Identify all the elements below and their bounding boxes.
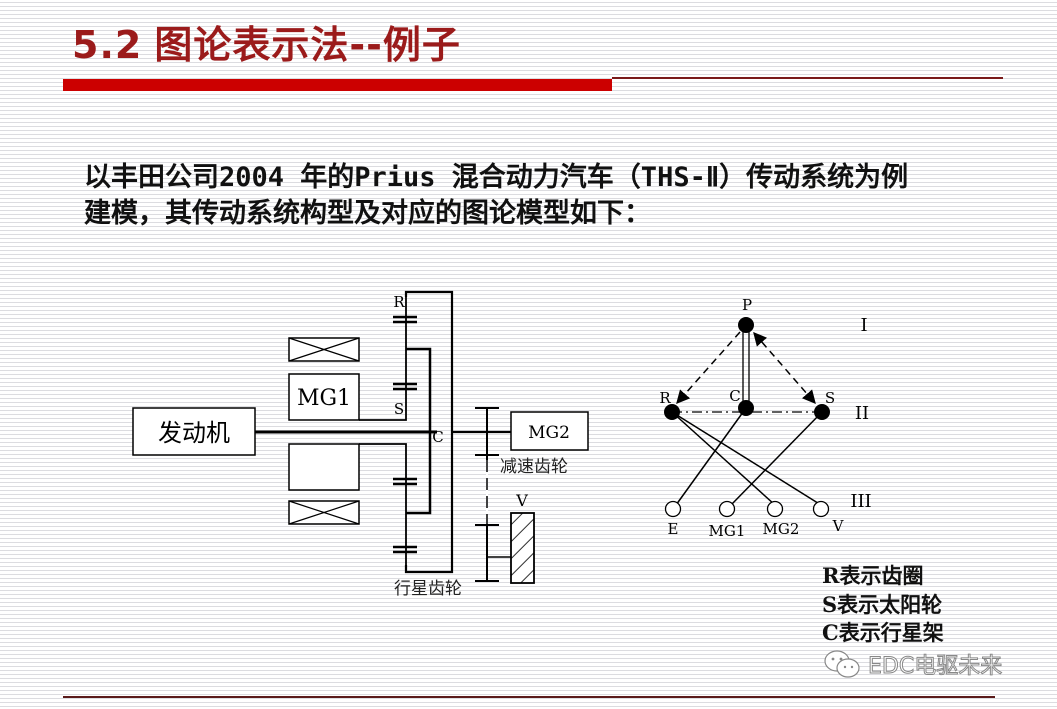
node-label-v: V bbox=[832, 517, 845, 535]
engine-block: 发动机 bbox=[132, 407, 256, 456]
node-mg2 bbox=[766, 500, 784, 518]
node-label-p: P bbox=[742, 296, 752, 314]
intro-line-1: 以丰田公司2004 年的Prius 混合动力汽车（THS-Ⅱ）传动系统为例 bbox=[84, 162, 909, 193]
legend-item-sun: S表示太阳轮 bbox=[822, 591, 943, 617]
node-label-r: R bbox=[659, 389, 671, 407]
edge-s-mg1 bbox=[730, 411, 823, 506]
section-number: 5.2 bbox=[72, 23, 143, 67]
node-v bbox=[812, 500, 830, 518]
node-label-mg1: MG1 bbox=[709, 522, 746, 540]
legend-item-carrier: C表示行星架 bbox=[822, 620, 944, 645]
node-c bbox=[738, 400, 754, 416]
intro-paragraph: 以丰田公司2004 年的Prius 混合动力汽车（THS-Ⅱ）传动系统为例 建模… bbox=[84, 160, 984, 232]
footer-rule-line bbox=[63, 696, 995, 698]
vehicle-wheel-block bbox=[510, 512, 535, 584]
mg1-label: MG1 bbox=[297, 386, 351, 411]
sun-shaft-bottom bbox=[359, 443, 407, 565]
node-p bbox=[738, 317, 754, 333]
engine-label: 发动机 bbox=[158, 419, 230, 447]
node-mg1 bbox=[718, 500, 736, 518]
level-label-1: I bbox=[860, 315, 867, 336]
watermark-text: EDC电驱未来 bbox=[867, 654, 1003, 680]
transmission-schematic: 发动机 MG1 bbox=[132, 290, 589, 599]
legend: R表示齿圈 S表示太阳轮 C表示行星架 bbox=[822, 562, 944, 648]
carrier-arm bbox=[406, 347, 432, 515]
planetary-caption: 行星齿轮 bbox=[394, 579, 462, 599]
mg2-block: MG2 bbox=[510, 411, 589, 451]
intro-line-2: 建模，其传动系统构型及对应的图论模型如下： bbox=[84, 198, 651, 229]
watermark: EDC电驱未来 bbox=[822, 648, 1003, 680]
edge-p-s bbox=[753, 331, 816, 405]
node-label-s: S bbox=[825, 389, 835, 407]
node-label-mg2: MG2 bbox=[763, 520, 800, 538]
sun-label: S bbox=[394, 400, 404, 418]
level-label-3: III bbox=[850, 491, 871, 512]
planet-gear-ticks bbox=[393, 315, 417, 554]
edge-c-e bbox=[675, 407, 747, 506]
sun-shaft-top bbox=[359, 297, 407, 421]
title-accent-bar bbox=[63, 79, 612, 91]
graph-model: P R C S E MG1 MG2 V I II III bbox=[659, 296, 871, 540]
mg2-label: MG2 bbox=[528, 423, 570, 443]
node-s bbox=[814, 404, 830, 420]
mg1-lower-rotor bbox=[288, 443, 360, 491]
reduction-gear-ticks bbox=[475, 407, 499, 582]
legend-item-ring: R表示齿圈 bbox=[822, 563, 924, 588]
node-e bbox=[664, 500, 682, 518]
stator-coil-bottom bbox=[288, 500, 360, 525]
stator-coil-top bbox=[288, 337, 360, 362]
edge-p-r bbox=[676, 331, 741, 405]
edge-r-mg2 bbox=[671, 411, 776, 506]
carrier-label: C bbox=[432, 428, 443, 446]
node-label-e: E bbox=[668, 520, 679, 538]
mg1-block: MG1 bbox=[288, 373, 360, 421]
title-text: 图论表示法--例子 bbox=[154, 23, 461, 67]
node-r bbox=[664, 404, 680, 420]
wechat-icon bbox=[824, 650, 860, 678]
vehicle-label: V bbox=[515, 491, 528, 510]
reduction-gear-caption: 减速齿轮 bbox=[500, 457, 568, 477]
edge-r-v bbox=[671, 411, 822, 506]
node-label-c: C bbox=[729, 387, 740, 405]
level-label-2: II bbox=[855, 403, 869, 424]
title-rule-line bbox=[612, 77, 1003, 79]
ring-label: R bbox=[393, 293, 405, 311]
